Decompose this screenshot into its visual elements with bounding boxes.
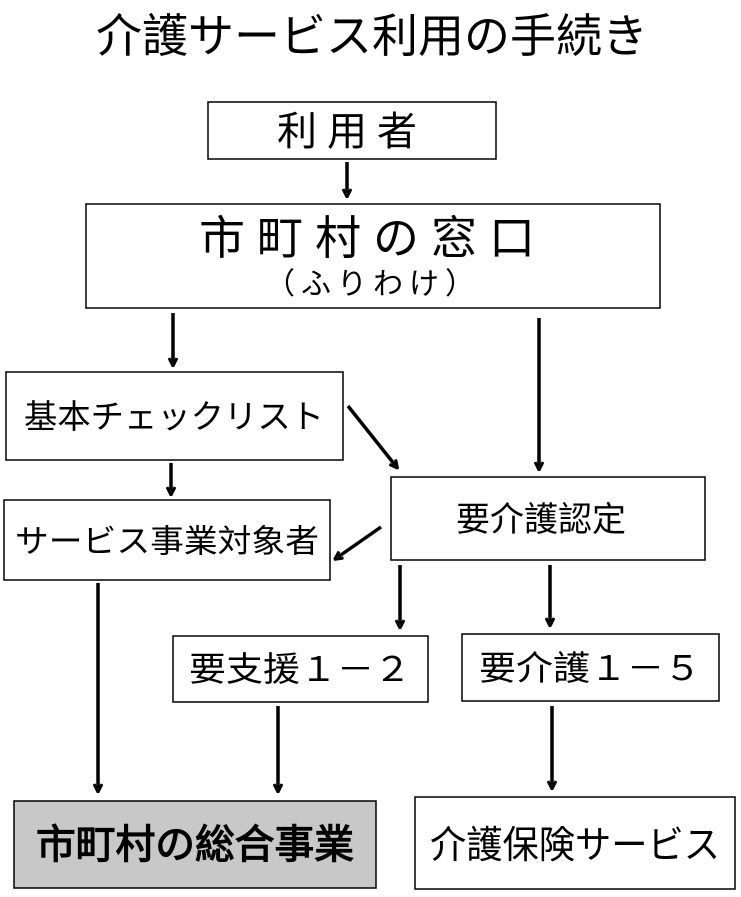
node-care-certification-label: 要介護認定: [456, 500, 626, 540]
node-care-level-label: 要介護１－５: [479, 649, 701, 689]
arrow-checklist-to-certification: [346, 404, 395, 465]
node-care-level: 要介護１－５: [461, 633, 720, 702]
node-service-target: サービス事業対象者: [3, 499, 331, 581]
node-insurance-service-label: 介護保険サービス: [430, 823, 720, 867]
node-comprehensive-program: 市町村の総合事業: [13, 800, 377, 889]
node-user: 利用者: [207, 101, 497, 160]
node-municipal-window-sublabel: （ふりわけ）: [265, 267, 481, 302]
node-care-certification: 要介護認定: [390, 476, 706, 561]
node-basic-checklist: 基本チェックリスト: [5, 371, 344, 461]
node-support-level: 要支援１－２: [172, 635, 429, 703]
arrow-certification-to-service-target: [338, 525, 383, 557]
node-municipal-window: 市町村の窓口 （ふりわけ）: [85, 203, 661, 309]
node-insurance-service: 介護保険サービス: [414, 796, 736, 890]
node-municipal-window-label: 市町村の窓口: [199, 211, 547, 265]
node-support-level-label: 要支援１－２: [189, 650, 411, 690]
page-title: 介護サービス利用の手続き: [96, 9, 648, 63]
node-comprehensive-program-label: 市町村の総合事業: [36, 822, 354, 868]
node-service-target-label: サービス事業対象者: [15, 522, 319, 560]
node-user-label: 利用者: [277, 109, 427, 155]
node-basic-checklist-label: 基本チェックリスト: [24, 397, 324, 436]
